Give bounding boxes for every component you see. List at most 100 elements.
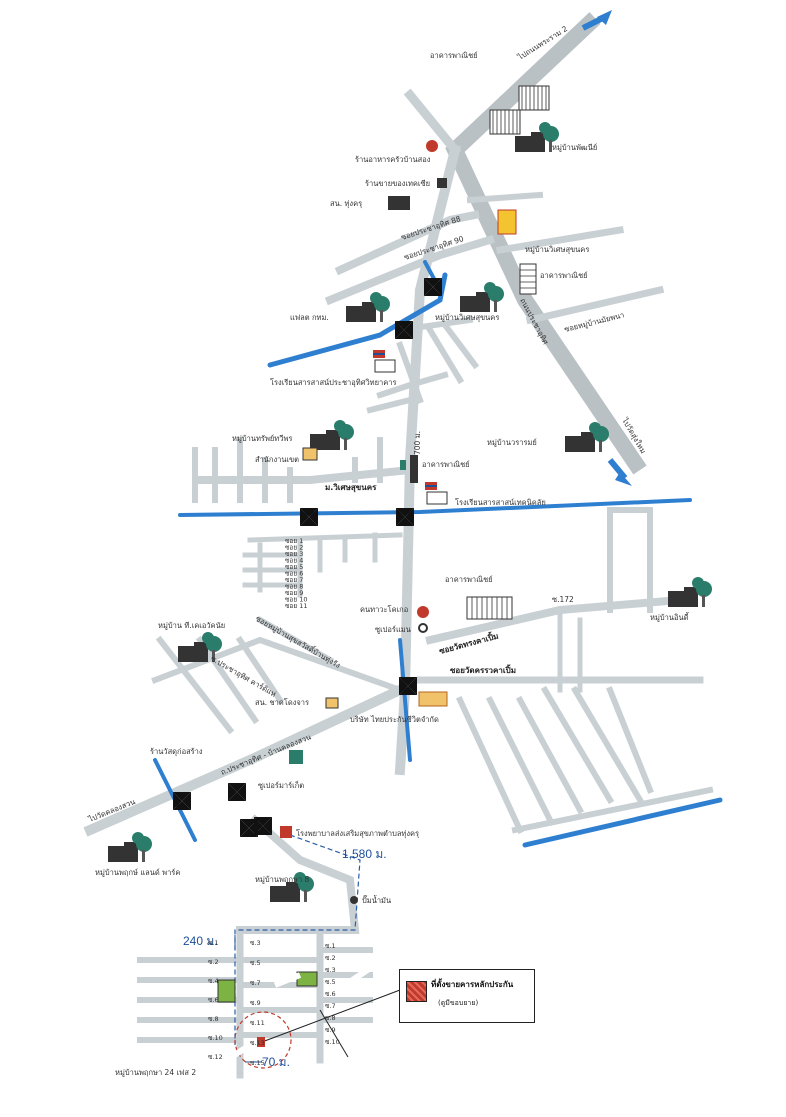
label-village-thawong: หมู่บ้านทรัพย์ทวีพร: [232, 434, 292, 443]
building-icon: [108, 842, 138, 862]
road-break: [343, 962, 377, 988]
soi-label: ซ.2: [208, 958, 219, 966]
label-restaurant: ร้านอาหารครัวบ้านสอง: [355, 155, 431, 164]
label-shop: ร้านขายของเทคเซีย: [365, 179, 430, 188]
legend-title: ที่ตั้งขายคารหลักประกัน: [431, 980, 514, 989]
site-block: [296, 971, 318, 987]
label-police-2: สน. ชาคโดงจาร: [255, 698, 309, 707]
tree-icon: [692, 577, 712, 607]
arrow-icon: [581, 10, 612, 31]
label-village-wiset: หมู่บ้านวิเศษสุขนคร: [435, 313, 499, 322]
school-flag-icon: [373, 350, 396, 373]
route-line: [234, 834, 361, 1045]
soi-label: ซ.9: [325, 1026, 336, 1034]
shop-icon: [437, 178, 447, 188]
soi-label: ซ.4: [208, 977, 219, 985]
label-village-tech: หมู่บ้าน ที.เคเอวัคนัย: [158, 621, 225, 630]
soi-label: ซ.5: [325, 978, 336, 986]
soi-label: ซอย 3: [285, 550, 303, 558]
label-office: สำนักงานเขต: [255, 455, 299, 464]
label-kindergarten: ร้านวัสดุก่อสร้าง: [150, 747, 203, 756]
supermarket-icon: [289, 750, 303, 764]
label-arcade-mid: อาคารพาณิชย์: [540, 271, 588, 280]
soi-label: ซ.7: [250, 979, 261, 987]
label-soi-moo-ban: ซอยหมู่บ้านมัยพนา: [563, 310, 625, 334]
crossing-icon: [173, 792, 191, 810]
road-break: [228, 1042, 252, 1061]
label-arcade-low: อาคารพาณิชย์: [445, 575, 493, 584]
building-icon: [178, 642, 208, 662]
tree-icon: [539, 122, 559, 152]
label-restaurant-2: คนทาวะโคเกอ: [360, 605, 408, 614]
soi-label: ซ.1: [208, 939, 219, 947]
label-school-2: โรงเรียนสารสาสน์เทคนิคลัย: [455, 498, 546, 507]
label-d240: 240 ม.: [183, 934, 218, 948]
company-icon: [418, 691, 448, 707]
crossing-icon: [254, 817, 272, 835]
school-flag-icon: [425, 482, 448, 505]
soi-label: ซอย 11: [285, 602, 307, 610]
soi-label: ซ.10: [325, 1038, 340, 1046]
hospital-icon: [418, 623, 428, 633]
site-pointer: [261, 989, 401, 1043]
arcade-icon: [489, 85, 550, 135]
road-break: [235, 1067, 263, 1093]
tree-icon: [294, 872, 314, 902]
soi-label: ซ.6: [325, 990, 336, 998]
tree-icon: [202, 632, 222, 662]
tree-icon: [589, 422, 609, 452]
soi-label: ซ.5: [250, 959, 261, 967]
soi-label: ซ.6: [208, 996, 219, 1004]
crossing-icon: [300, 508, 318, 526]
label-mall: หมู่บ้านวิเศษสุขนคร: [525, 245, 589, 254]
soi-labels-left: ซ.1ซ.2ซ.4ซ.6ซ.8ซ.10ซ.12: [208, 939, 223, 1061]
label-thungkru2: ซอยวัดครรวคาเปิ้ม: [450, 664, 516, 675]
arcade-icon: [519, 263, 537, 295]
tree-icon: [370, 292, 390, 322]
soi-labels-right: ซ.1ซ.2ซ.3ซ.5ซ.6ซ.7ซ.8ซ.9ซ.10: [325, 942, 340, 1046]
label-d70: 70 ม.: [262, 1055, 290, 1069]
soi-label: ซอย 6: [285, 570, 303, 578]
police-icon: [325, 697, 339, 709]
label-supermarket: ซูเปอร์มาร์เก็ต: [258, 780, 304, 790]
legend-subtitle: (ดูมีขอบยาย): [438, 999, 479, 1007]
arrow-icon: [607, 458, 632, 486]
label-village-right: หมู่บ้านอินดี้: [650, 612, 690, 622]
marker-icon: [406, 981, 427, 1002]
seven-eleven-icon: [400, 460, 406, 470]
soi-labels-mid: ซ.3ซ.5ซ.7ซ.9ซ.11ซ.13ซ.15: [250, 939, 265, 1067]
soi-label: ซ.7: [325, 1002, 336, 1010]
crossing-icon: [424, 278, 442, 296]
soi-label: ซอย 10: [285, 596, 307, 604]
soi-label: ซ.8: [325, 1014, 336, 1022]
label-school-1: โรงเรียนสารสาสน์ประชาอุทิศวิทยาคาร: [270, 378, 397, 387]
soi-label: ซอย 7: [285, 576, 303, 584]
label-village-praksa: หมู่บ้านพฤกษา 8: [255, 875, 310, 884]
restaurant-icon: [417, 606, 429, 618]
soi-label: ซ.13: [250, 1039, 265, 1047]
labels: ไปถนนพระราม 2 อาคารพาณิชย์ หมู่บ้านพัฒนี…: [86, 24, 689, 1077]
label-village-top: หมู่บ้านพัฒนีย์: [552, 143, 597, 152]
label-soi-172: ซ.172: [552, 595, 574, 604]
crossing-icon: [228, 783, 246, 801]
soi-label: ซอย 5: [285, 563, 303, 571]
label-d1580: 1,580 ม.: [342, 847, 387, 861]
tree-icon: [484, 282, 504, 312]
soi-label: ซอย 1: [285, 537, 303, 545]
soi-label: ซอย 9: [285, 589, 303, 597]
soi-label: ซ.15: [250, 1059, 265, 1067]
label-company: บริษัท ไทยประกันชีวิตจำกัด: [350, 715, 439, 724]
soi-label: ซ.3: [250, 939, 261, 947]
label-police: สน. ทุ่งครุ: [330, 199, 362, 208]
site-circle: [234, 1011, 292, 1069]
soi-label: ซ.1: [325, 942, 336, 950]
label-village-warasin: หมู่บ้านวรารมย์: [487, 438, 537, 447]
building-icon: [270, 882, 300, 902]
building-icon: [565, 432, 595, 452]
building-icon: [346, 302, 376, 322]
fire-station-icon: [280, 826, 292, 838]
building-icon: [668, 587, 698, 607]
building-icon: [310, 430, 340, 450]
